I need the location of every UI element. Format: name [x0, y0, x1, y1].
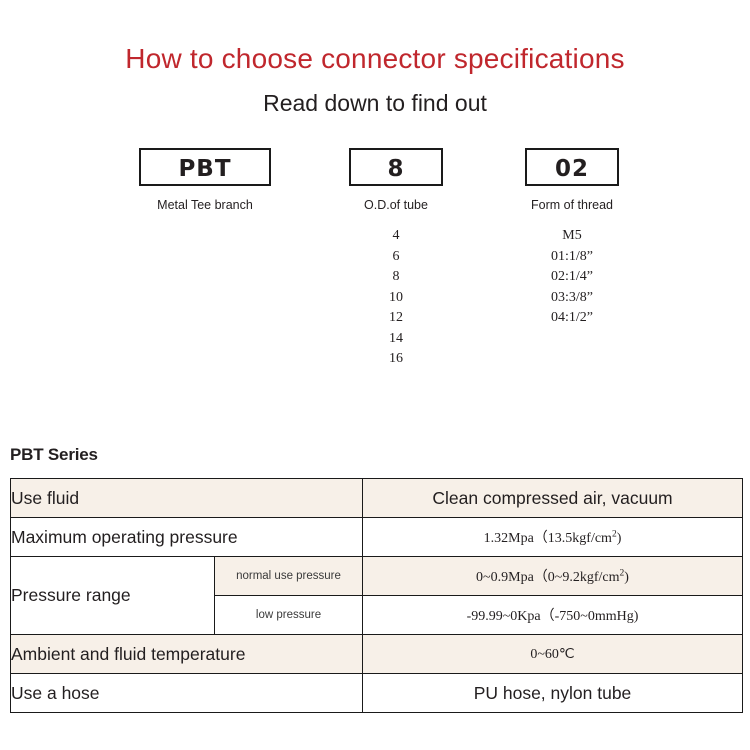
spec-value-text: 1.32Mpa（13.5kgf/cm	[483, 531, 612, 546]
code-caption-thread-form: Form of thread	[531, 198, 613, 213]
code-option: 14	[389, 330, 403, 346]
code-column-series: PBT Metal Tee branch	[139, 148, 271, 212]
code-option: 02:1/4”	[551, 269, 593, 285]
table-row: Ambient and fluid temperature 0~60℃	[10, 634, 743, 674]
code-option: 4	[392, 228, 400, 244]
code-column-tube-od: 8 O.D.of tube 4 6 8 10 12 14 16	[349, 148, 443, 370]
code-options-tube-od: 4 6 8 10 12 14 16	[349, 212, 443, 370]
table-row: Maximum operating pressure 1.32Mpa（13.5k…	[10, 517, 743, 557]
code-options-thread-form: M5 01:1/8” 02:1/4” 03:3/8” 04:1/2”	[525, 212, 619, 329]
code-caption-tube-od: O.D.of tube	[364, 198, 428, 213]
spec-sublabel-low-pressure: low pressure	[214, 595, 363, 635]
spec-label-pressure-range: Pressure range	[10, 556, 215, 635]
heading-block: How to choose connector specifications R…	[0, 0, 750, 116]
code-box-series: PBT	[139, 148, 271, 187]
table-row: Use fluid Clean compressed air, vacuum	[10, 478, 743, 518]
table-row: Use a hose PU hose, nylon tube	[10, 673, 743, 713]
code-option: 10	[389, 289, 403, 305]
page-title: How to choose connector specifications	[125, 43, 625, 74]
spec-value-max-pressure: 1.32Mpa（13.5kgf/cm2)	[362, 517, 743, 557]
code-option: 6	[392, 248, 400, 264]
code-box-tube-od: 8	[349, 148, 443, 187]
code-column-thread-form: 02 Form of thread M5 01:1/8” 02:1/4” 03:…	[525, 148, 619, 329]
spec-sublabel-normal-use-pressure: normal use pressure	[214, 556, 363, 596]
spec-value-hose: PU hose, nylon tube	[362, 673, 743, 713]
code-option: 16	[389, 351, 403, 367]
spec-value-use-fluid: Clean compressed air, vacuum	[362, 478, 743, 518]
table-row: Pressure range normal use pressure 0~0.9…	[10, 556, 743, 635]
code-caption-series: Metal Tee branch	[157, 198, 253, 213]
spec-value-tail: )	[624, 570, 629, 585]
code-option: M5	[562, 228, 582, 244]
specification-table: Use fluid Clean compressed air, vacuum M…	[10, 478, 743, 713]
spec-value-low-pressure: -99.99~0Kpa（-750~0mmHg)	[362, 595, 743, 635]
spec-label-hose: Use a hose	[10, 673, 363, 713]
series-label: PBT Series	[10, 445, 98, 464]
spec-label-temperature: Ambient and fluid temperature	[10, 634, 363, 674]
code-box-thread-form: 02	[525, 148, 619, 187]
spec-value-exponent: 2	[611, 529, 617, 540]
code-option: 8	[392, 269, 400, 285]
spec-label-max-pressure: Maximum operating pressure	[10, 517, 363, 557]
spec-label-use-fluid: Use fluid	[10, 478, 363, 518]
spec-value-temperature: 0~60℃	[362, 634, 743, 674]
spec-value-exponent: 2	[619, 568, 625, 579]
spec-value-normal-use-pressure: 0~0.9Mpa（0~9.2kgf/cm2)	[362, 556, 743, 596]
code-option: 01:1/8”	[551, 248, 593, 264]
spec-value-text: 0~0.9Mpa（0~9.2kgf/cm	[476, 570, 620, 585]
code-option: 03:3/8”	[551, 289, 593, 305]
code-breakdown-section: PBT Metal Tee branch 8 O.D.of tube 4 6 8…	[0, 148, 750, 393]
code-option: 12	[389, 310, 403, 326]
spec-value-tail: )	[616, 531, 622, 546]
code-option: 04:1/2”	[551, 310, 593, 326]
page-subtitle: Read down to find out	[263, 89, 487, 116]
